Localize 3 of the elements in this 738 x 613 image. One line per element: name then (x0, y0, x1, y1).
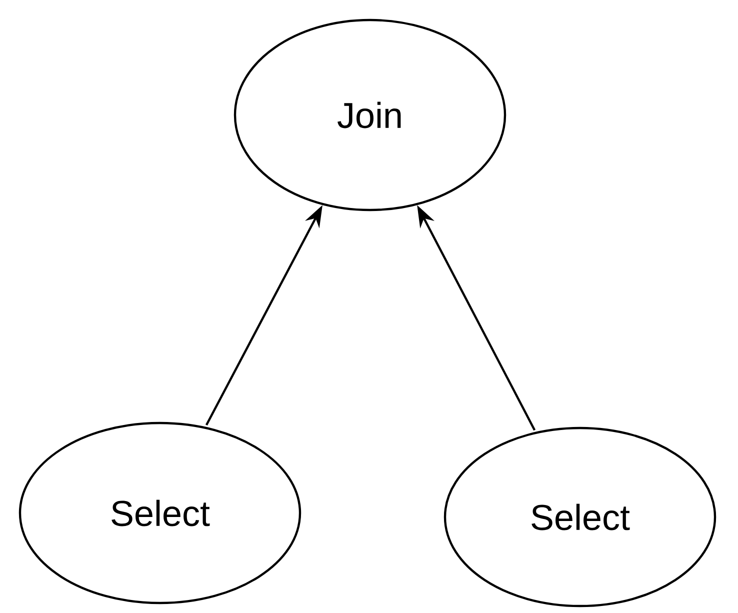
ellipse-node: Join (234, 18, 506, 212)
ellipse-node: Select (444, 426, 716, 608)
ellipse-node: Select (18, 422, 302, 604)
